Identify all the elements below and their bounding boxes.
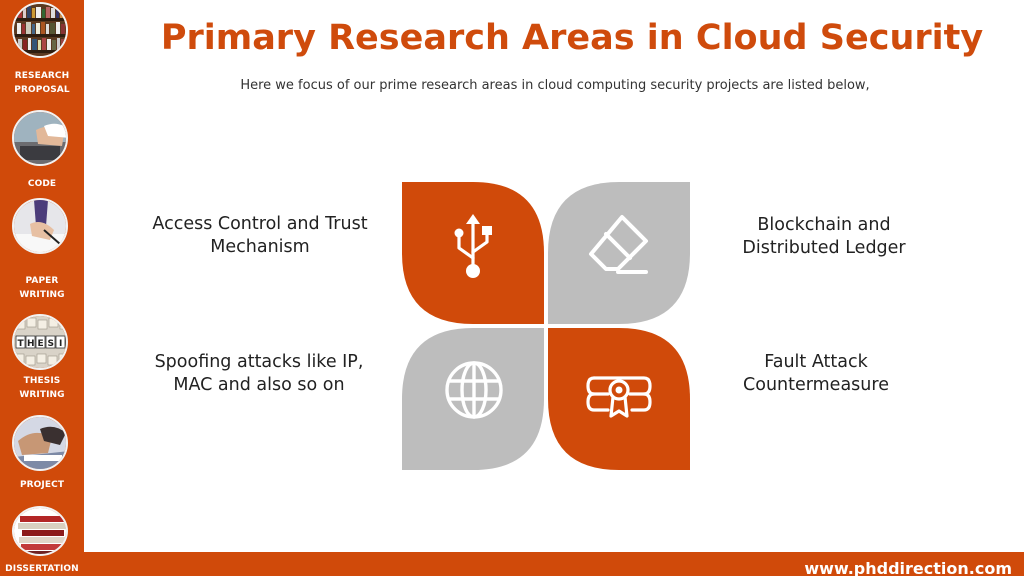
pen-writing-icon[interactable] <box>12 198 68 254</box>
area-label-access-control: Access Control and Trust Mechanism <box>152 214 368 257</box>
petal-blockchain[interactable] <box>548 182 690 324</box>
page-subtitle: Here we focus of our prime research area… <box>240 78 870 93</box>
sidebar-item-code[interactable]: CODE <box>27 179 57 189</box>
svg-text:I: I <box>59 339 62 349</box>
book-stack-icon[interactable] <box>12 506 68 556</box>
area-label-fault-attack: Fault Attack Countermeasure <box>743 352 889 395</box>
sidebar-item-research-proposal[interactable]: RESEARCH PROPOSAL <box>14 71 70 95</box>
sidebar-item-paper-writing[interactable]: PAPER WRITING <box>19 276 65 300</box>
svg-text:S: S <box>67 339 68 349</box>
petal-access-control[interactable] <box>402 182 544 324</box>
sidebar-item-dissertation[interactable]: DISSERTATION <box>5 564 79 574</box>
books-study-icon[interactable] <box>12 415 68 471</box>
website-link[interactable]: www.phddirection.com <box>804 559 1012 576</box>
area-label-spoofing: Spoofing attacks like IP, MAC and also s… <box>154 352 364 395</box>
area-label-blockchain: Blockchain and Distributed Ledger <box>742 215 906 258</box>
page-title: Primary Research Areas in Cloud Security <box>160 18 984 58</box>
sidebar: RESEARCH PROPOSAL CODE PAPER WRITING <box>0 0 84 576</box>
petal-spoofing[interactable] <box>402 328 544 470</box>
sidebar-item-thesis-writing[interactable]: THESIS WRITING <box>19 376 65 400</box>
thesis-letters-icon[interactable]: THESIS <box>12 314 68 370</box>
svg-text:S: S <box>48 339 54 349</box>
footer-bar: www.phddirection.com <box>84 552 1024 576</box>
sidebar-item-project[interactable]: PROJECT <box>19 480 65 490</box>
svg-text:E: E <box>38 339 44 349</box>
laptop-typing-icon[interactable] <box>12 110 68 166</box>
bookshelf-icon[interactable] <box>12 2 68 58</box>
svg-text:T: T <box>18 339 25 349</box>
petal-fault-attack[interactable] <box>548 328 690 470</box>
svg-text:H: H <box>27 339 35 349</box>
